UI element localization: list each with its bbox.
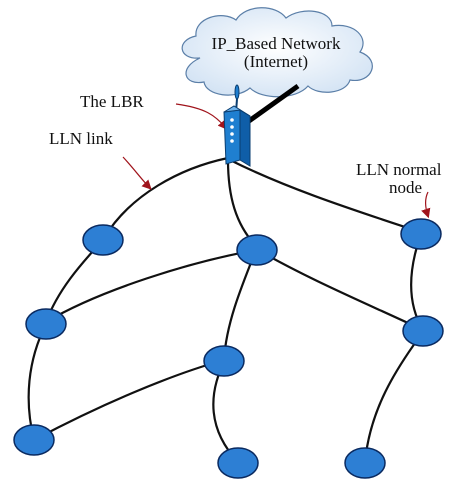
link-group bbox=[27, 156, 425, 464]
link-n6-n9 bbox=[212, 360, 240, 464]
internet-cloud: IP_Based Network (Internet) bbox=[181, 7, 373, 98]
lln-node bbox=[400, 218, 442, 250]
link-n3-n7 bbox=[256, 248, 425, 332]
link-annotation-arrow bbox=[122, 156, 152, 190]
cloud-shape bbox=[181, 7, 373, 98]
router-top bbox=[223, 105, 251, 117]
lln-node bbox=[203, 345, 245, 377]
router-side bbox=[239, 109, 251, 167]
router-led bbox=[230, 118, 234, 122]
lbr-router bbox=[223, 84, 251, 167]
lln-node bbox=[236, 234, 278, 266]
lln-node bbox=[25, 308, 67, 340]
node-annotation-arrow bbox=[421, 191, 431, 219]
normal-node-label-line2: node bbox=[389, 178, 422, 197]
cloud-subtitle: (Internet) bbox=[244, 52, 308, 71]
lln-node bbox=[217, 447, 259, 479]
router-led bbox=[230, 139, 234, 143]
annotation-arrows bbox=[122, 103, 431, 219]
node-group bbox=[13, 218, 444, 479]
link-lbr-n2 bbox=[102, 156, 230, 240]
lln-node bbox=[13, 424, 55, 456]
router-body bbox=[223, 109, 241, 165]
cloud-title: IP_Based Network bbox=[212, 34, 341, 53]
normal-node-label: LLN normal bbox=[356, 160, 442, 179]
lbr-label: The LBR bbox=[80, 92, 144, 111]
link-n7-n10 bbox=[363, 330, 425, 464]
lbr-annotation-arrow bbox=[175, 103, 228, 130]
link-n5-n8 bbox=[27, 322, 48, 442]
router-antenna bbox=[234, 84, 240, 100]
router-led bbox=[230, 125, 234, 129]
lln-node bbox=[344, 447, 386, 479]
link-n3-n5 bbox=[44, 248, 258, 324]
link-lbr-n4 bbox=[228, 158, 422, 234]
link-n3-n6 bbox=[222, 248, 258, 362]
router-led bbox=[230, 132, 234, 136]
router-uplink bbox=[240, 83, 300, 129]
lln-node bbox=[82, 224, 124, 256]
link-n8-n6 bbox=[32, 358, 226, 442]
link-label: LLN link bbox=[49, 129, 113, 148]
lln-node bbox=[402, 315, 444, 347]
